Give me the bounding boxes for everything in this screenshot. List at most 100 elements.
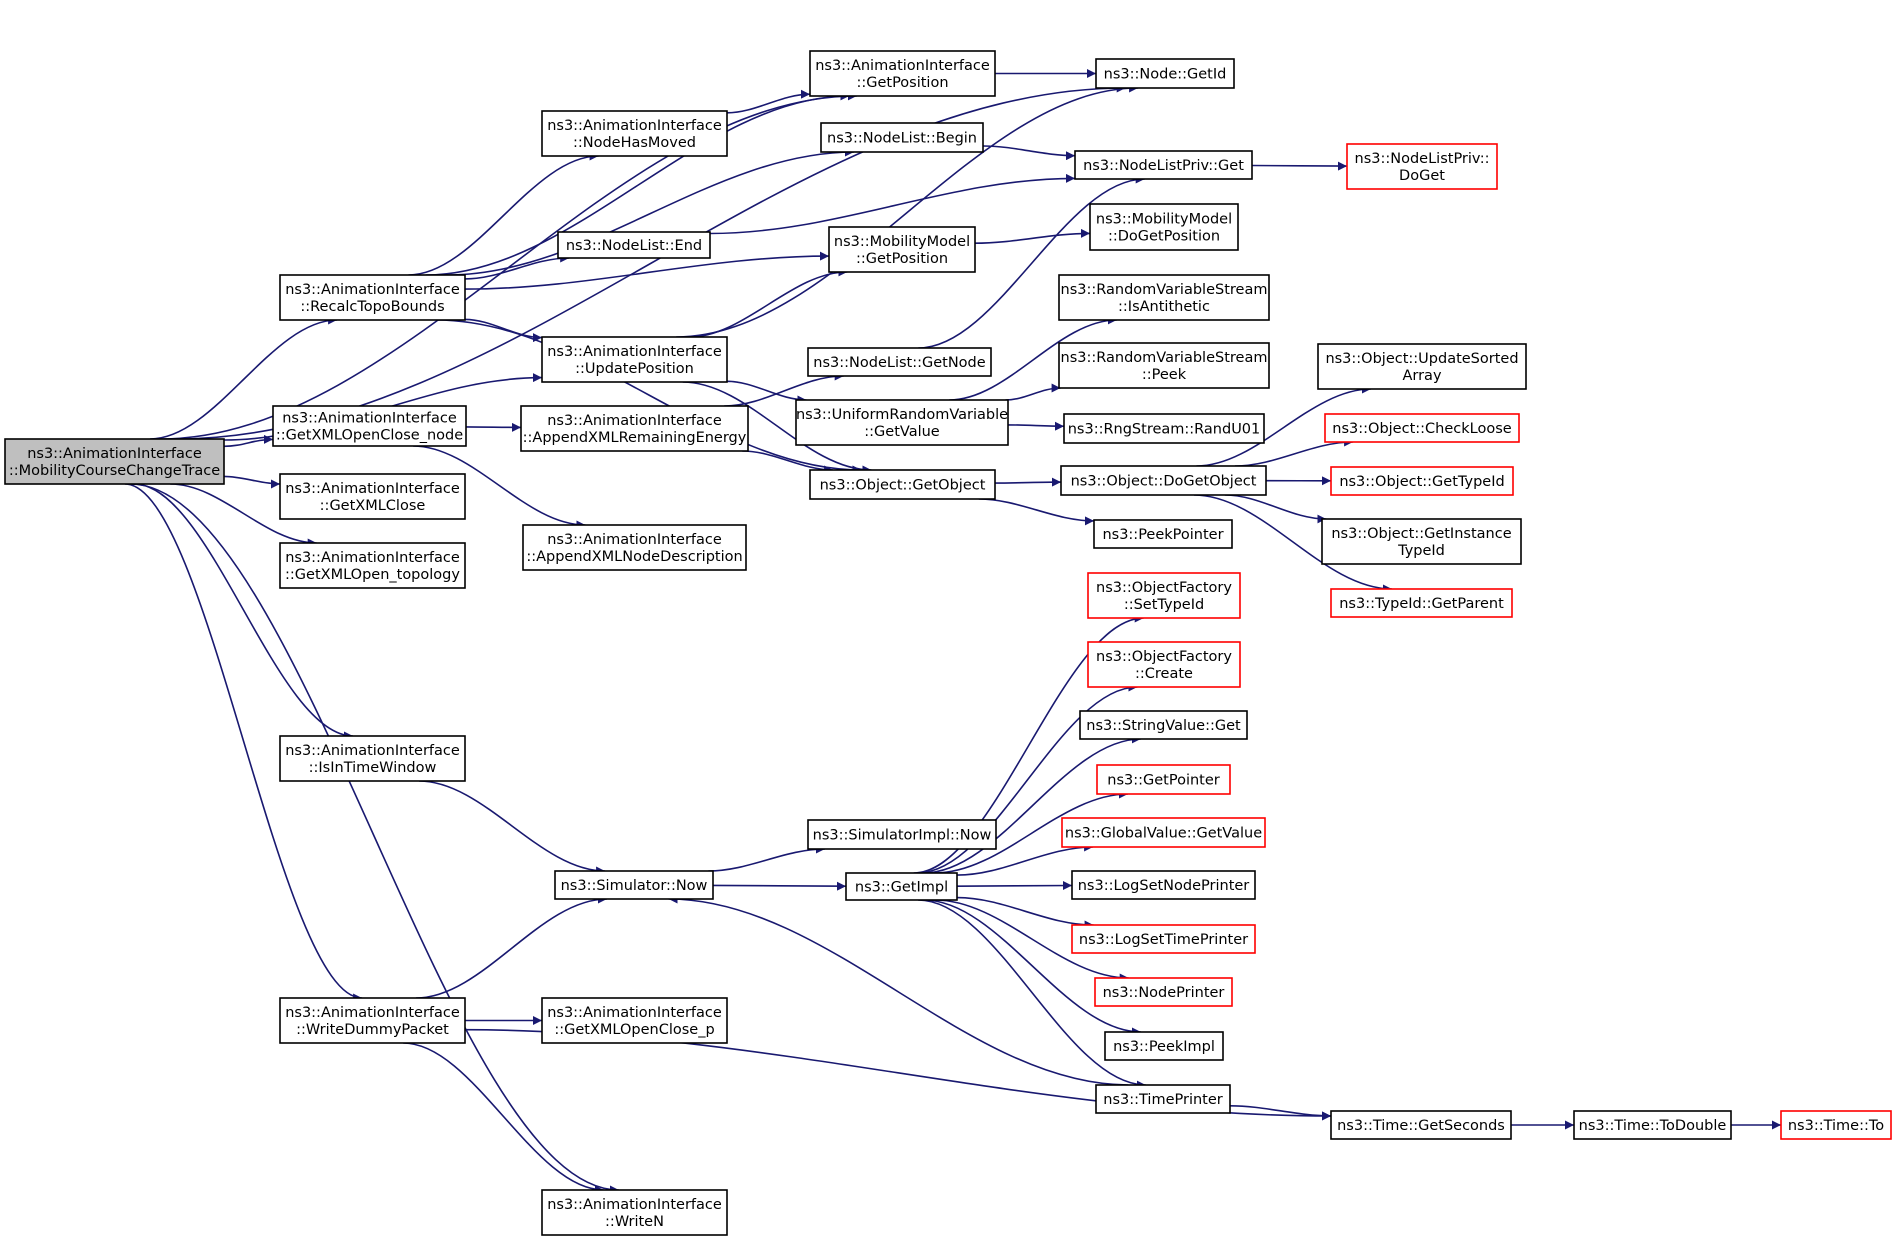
node-writedummy[interactable]: ns3::AnimationInterface::WriteDummyPacke… xyxy=(279,997,466,1044)
node-appendremain[interactable]: ns3::AnimationInterface::AppendXMLRemain… xyxy=(520,405,749,452)
node-nodehasmoved[interactable]: ns3::AnimationInterface::NodeHasMoved xyxy=(541,110,728,157)
node-label-line: ns3::GlobalValue::GetValue xyxy=(1065,826,1262,842)
node-box xyxy=(1330,1110,1512,1140)
node-getxmlopen-topology[interactable]: ns3::AnimationInterface::GetXMLOpen_topo… xyxy=(279,542,466,589)
node-rng-randu01[interactable]: ns3::RngStream::RandU01 xyxy=(1063,413,1265,444)
node-box xyxy=(4,438,225,485)
node-label-line: ns3::AnimationInterface xyxy=(285,481,460,497)
node-box xyxy=(541,336,728,383)
edge-nodelist_getnode-to-nlp_get xyxy=(918,174,1145,349)
node-box xyxy=(279,735,466,782)
node-label-line: ns3::SimulatorImpl::Now xyxy=(813,828,992,844)
edge-sim_now-to-simimpl_now xyxy=(708,844,826,872)
node-box xyxy=(1060,465,1267,496)
node-label-line: ns3::AnimationInterface xyxy=(27,446,202,462)
node-obj-gettypeid[interactable]: ns3::Object::GetTypeId xyxy=(1330,466,1514,496)
node-getimpl[interactable]: ns3::GetImpl xyxy=(845,872,958,901)
node-stringvalue-get[interactable]: ns3::StringValue::Get xyxy=(1079,710,1248,740)
edge-updatepos-to-obj_getobject xyxy=(682,381,872,475)
node-time-getseconds[interactable]: ns3::Time::GetSeconds xyxy=(1330,1110,1512,1140)
node-simimpl-now[interactable]: ns3::SimulatorImpl::Now xyxy=(807,819,997,850)
node-box xyxy=(1095,58,1235,89)
node-box xyxy=(1095,1084,1231,1114)
edge-updatepos-to-node_getid xyxy=(676,83,1139,338)
node-box xyxy=(1096,764,1231,795)
node-urv-getvalue[interactable]: ns3::UniformRandomVariable::GetValue xyxy=(795,399,1009,446)
node-writen[interactable]: ns3::AnimationInterface::WriteN xyxy=(541,1189,728,1236)
node-getpointer[interactable]: ns3::GetPointer xyxy=(1096,764,1231,795)
node-label-line: ns3::TypeId::GetParent xyxy=(1339,596,1504,612)
edge-getimpl-to-logsetnodeprinter xyxy=(956,881,1073,891)
node-root[interactable]: ns3::AnimationInterface::MobilityCourseC… xyxy=(4,438,225,485)
node-box xyxy=(1573,1110,1732,1140)
node-recalc[interactable]: ns3::AnimationInterface::RecalcTopoBound… xyxy=(279,274,466,321)
node-getxml-close-p[interactable]: ns3::AnimationInterface::GetXMLOpenClose… xyxy=(541,997,728,1044)
edge-root-to-isintimewindow xyxy=(133,483,354,741)
edge-recalc-to-getposition xyxy=(425,91,850,276)
node-peekimpl[interactable]: ns3::PeekImpl xyxy=(1104,1031,1224,1061)
node-nodelist-begin[interactable]: ns3::NodeList::Begin xyxy=(820,122,984,153)
node-nodeprinter[interactable]: ns3::NodePrinter xyxy=(1094,977,1233,1007)
node-logsetnodeprinter[interactable]: ns3::LogSetNodePrinter xyxy=(1071,870,1256,900)
node-typeid-getparent[interactable]: ns3::TypeId::GetParent xyxy=(1330,588,1513,618)
node-box xyxy=(809,469,996,500)
node-of-create[interactable]: ns3::ObjectFactory::Create xyxy=(1087,641,1241,688)
node-label-line: ns3::Time::GetSeconds xyxy=(1337,1118,1505,1134)
edge-obj_dogetobject-to-typeid_getparent xyxy=(1193,494,1393,594)
node-label-line: ::DoGetPosition xyxy=(1108,229,1220,245)
node-obj-checkloose[interactable]: ns3::Object::CheckLoose xyxy=(1324,413,1520,443)
node-mob-dogetpos[interactable]: ns3::MobilityModel::DoGetPosition xyxy=(1089,203,1239,251)
node-label-line: ::GetXMLOpenClose_p xyxy=(554,1022,714,1038)
edge-root-to-getxml_close_node xyxy=(223,434,274,448)
node-label-line: ns3::NodeList::GetNode xyxy=(813,355,985,371)
node-time-to[interactable]: ns3::Time::To xyxy=(1780,1110,1892,1140)
node-box xyxy=(807,819,997,850)
node-label-line: ns3::AnimationInterface xyxy=(285,282,460,298)
node-box xyxy=(1093,519,1233,549)
node-nodelist-end[interactable]: ns3::NodeList::End xyxy=(557,231,711,259)
edge-appendremain-to-nodelist_getnode xyxy=(724,371,844,407)
node-sim-now[interactable]: ns3::Simulator::Now xyxy=(554,870,714,900)
node-label-line: ::RecalcTopoBounds xyxy=(300,299,444,315)
node-box xyxy=(807,347,992,377)
node-logsettimeprinter[interactable]: ns3::LogSetTimePrinter xyxy=(1071,924,1256,954)
node-getxml-close-node[interactable]: ns3::AnimationInterface::GetXMLOpenClose… xyxy=(272,405,467,447)
node-node-getid[interactable]: ns3::Node::GetId xyxy=(1095,58,1235,89)
node-label-line: ns3::Simulator::Now xyxy=(561,878,708,894)
node-nlp-doget[interactable]: ns3::NodeListPriv::DoGet xyxy=(1346,143,1498,190)
node-isintimewindow[interactable]: ns3::AnimationInterface::IsInTimeWindow xyxy=(279,735,466,782)
node-rvs-isanti[interactable]: ns3::RandomVariableStream::IsAntithetic xyxy=(1058,274,1270,321)
node-peekpointer[interactable]: ns3::PeekPointer xyxy=(1093,519,1233,549)
node-obj-getobject[interactable]: ns3::Object::GetObject xyxy=(809,469,996,500)
node-label-line: ::Create xyxy=(1135,666,1193,682)
node-label-line: ns3::Object::GetTypeId xyxy=(1339,474,1504,490)
node-label-line: ::IsInTimeWindow xyxy=(309,760,437,776)
node-getxmlclose[interactable]: ns3::AnimationInterface::GetXMLClose xyxy=(279,473,466,520)
node-nodelist-getnode[interactable]: ns3::NodeList::GetNode xyxy=(807,347,992,377)
node-label-line: ns3::AnimationInterface xyxy=(815,58,990,74)
node-timeprinter[interactable]: ns3::TimePrinter xyxy=(1095,1084,1231,1114)
node-box xyxy=(1079,710,1248,740)
node-obj-dogetobject[interactable]: ns3::Object::DoGetObject xyxy=(1060,465,1267,496)
node-box xyxy=(1324,413,1520,443)
node-label-line: ::GetXMLOpen_topology xyxy=(285,567,460,583)
node-rvs-peek[interactable]: ns3::RandomVariableStream::Peek xyxy=(1058,342,1270,389)
node-of-settypeid[interactable]: ns3::ObjectFactory::SetTypeId xyxy=(1087,572,1241,619)
node-gv-getvalue[interactable]: ns3::GlobalValue::GetValue xyxy=(1061,817,1266,848)
node-label-line: ::Peek xyxy=(1142,367,1187,383)
node-label-line: ns3::Object::GetObject xyxy=(820,478,986,494)
edge-recalc-to-nodehasmoved xyxy=(408,151,599,276)
node-appendnodedesc[interactable]: ns3::AnimationInterface::AppendXMLNodeDe… xyxy=(522,524,747,571)
node-label-line: ns3::NodeList::End xyxy=(566,238,702,254)
node-getposition[interactable]: ns3::AnimationInterface::GetPosition xyxy=(809,50,996,97)
node-mob-getpos[interactable]: ns3::MobilityModel::GetPosition xyxy=(828,226,976,273)
edge-recalc-to-nodelist_begin xyxy=(446,147,855,276)
node-time-todouble[interactable]: ns3::Time::ToDouble xyxy=(1573,1110,1732,1140)
node-label-line: ::WriteDummyPacket xyxy=(296,1022,449,1038)
node-nlp-get[interactable]: ns3::NodeListPriv::Get xyxy=(1074,150,1253,180)
node-label-line: ns3::NodeListPriv:: xyxy=(1355,151,1490,167)
node-updatepos[interactable]: ns3::AnimationInterface::UpdatePosition xyxy=(541,336,728,383)
node-box xyxy=(1087,641,1241,688)
